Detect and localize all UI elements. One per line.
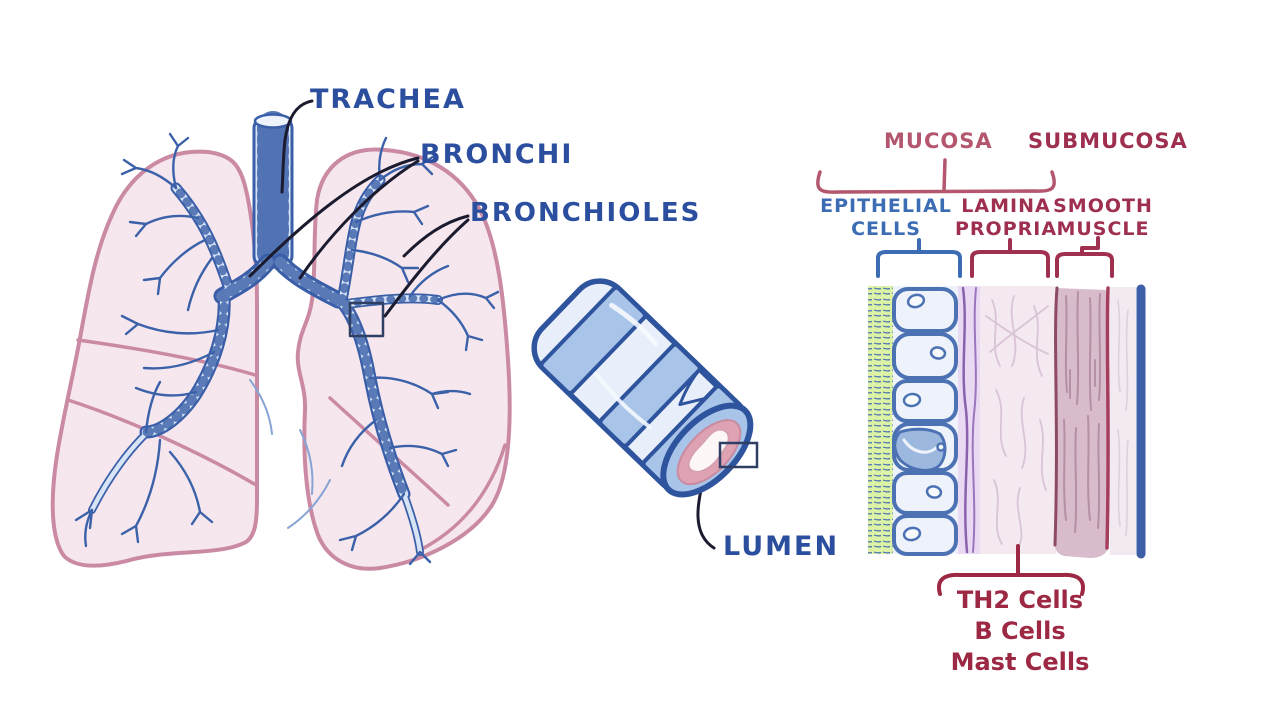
submucosa-label: SUBMUCOSA [1028,129,1188,153]
lamina-bracket [970,238,1050,278]
left-lung-shape [50,149,259,568]
immune-cells-label: TH2 Cells B Cells Mast Cells [918,585,1122,678]
bronchi-connector-1 [248,156,420,278]
mast-cells-label: Mast Cells [950,648,1090,676]
layer-brackets [876,236,1114,278]
muscle-right-border [1105,286,1110,550]
bronchioles-connector-1 [402,214,470,258]
basement-membrane-layer [958,286,980,554]
bronchi-label: BRONCHI [420,139,574,170]
bronchial-tree [74,132,500,566]
lungs-drawing [50,111,512,571]
bronchioles-connector-2 [383,218,470,318]
smooth-muscle-label-line1: SMOOTH [1053,195,1153,217]
histology-panel [816,158,1146,596]
epithelial-cells-label: EPITHELIAL CELLS [812,195,960,241]
smooth-muscle-label: SMOOTH MUSCLE [1050,195,1156,241]
immune-cells-brace [937,544,1085,596]
smooth-muscle-layer [1053,286,1110,558]
trachea-connector [280,99,314,194]
lamina-propria-label-line2: PROPRIA [955,218,1058,240]
lamina-propria-label: LAMINA PROPRIA [955,195,1057,241]
lumen-label: LUMEN [723,531,840,562]
mucosa-brace [816,158,1056,194]
trachea-label: TRACHEA [310,84,466,115]
epithelial-cells-layer [892,286,960,556]
goblet-cell [893,427,947,472]
epithelial-cells-label-line2: CELLS [851,218,921,240]
bronchi-connector-2 [298,159,420,280]
smooth-muscle-bracket [1055,236,1114,278]
bronchiole-tube-drawing [531,278,754,498]
epithelial-bracket [876,238,962,278]
tube-lumen-white [688,428,730,473]
lamina-propria-layer [980,286,1056,554]
bronchioles-label: BRONCHIOLES [470,198,702,228]
submucosa-outer-strip [1110,287,1136,555]
magnified-region-box-bronchiole [348,301,385,338]
magnified-region-box-lumen [718,441,759,469]
mucosa-label: MUCOSA [884,129,993,153]
epithelial-cells-label-line1: EPITHELIAL [820,195,952,217]
th2-cells-label: TH2 Cells [956,586,1084,614]
lamina-propria-label-line1: LAMINA [961,195,1051,217]
b-cells-label: B Cells [974,617,1066,645]
smooth-muscle-label-line2: MUSCLE [1056,218,1150,240]
